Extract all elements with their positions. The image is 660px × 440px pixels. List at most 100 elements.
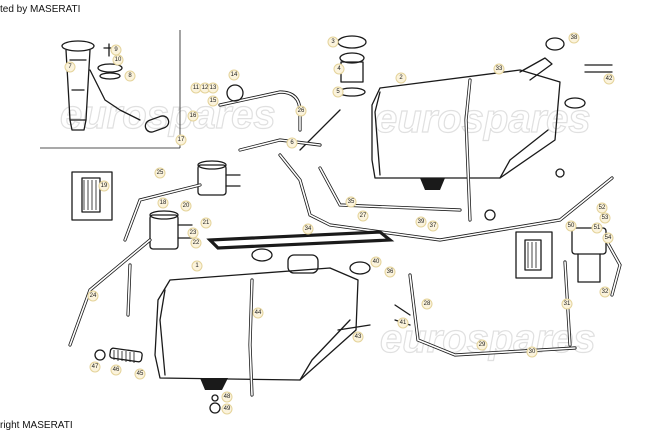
callout: 8 [124, 70, 136, 82]
callout: 53 [599, 212, 611, 224]
svg-text:18: 18 [160, 200, 167, 206]
callout: 31 [561, 298, 573, 310]
callout: 43 [352, 331, 364, 343]
fuel-pump-upper [197, 160, 241, 196]
fuel-filter-right [515, 231, 553, 279]
svg-text:22: 22 [193, 240, 200, 246]
callout: 46 [110, 364, 122, 376]
callout: 41 [397, 317, 409, 329]
callout: 54 [602, 232, 614, 244]
callout: 5 [332, 86, 344, 98]
svg-text:44: 44 [255, 310, 262, 316]
callout: 15 [207, 95, 219, 107]
callout: 14 [228, 69, 240, 81]
svg-text:6: 6 [290, 140, 294, 146]
svg-text:47: 47 [92, 364, 99, 370]
callout: 6 [286, 137, 298, 149]
svg-text:11: 11 [193, 85, 200, 91]
svg-text:19: 19 [101, 183, 108, 189]
callout: 27 [357, 210, 369, 222]
callout: 30 [526, 346, 538, 358]
callout: 50 [565, 220, 577, 232]
svg-text:37: 37 [430, 223, 437, 229]
lower-fuel-tank [154, 248, 359, 390]
svg-text:7: 7 [68, 64, 72, 70]
callout: 40 [370, 256, 382, 268]
callout: 26 [295, 105, 307, 117]
svg-text:1: 1 [195, 263, 199, 269]
callout: 47 [89, 361, 101, 373]
callout: 48 [221, 391, 233, 403]
svg-text:28: 28 [424, 301, 431, 307]
callout: 2 [395, 72, 407, 84]
svg-text:52: 52 [599, 205, 606, 211]
callout: 38 [568, 32, 580, 44]
callout-labels: 1 2 3 4 5 6 7 8 9 10 11 12 13 14 15 16 1… [64, 32, 615, 415]
inset-frame [40, 30, 181, 149]
svg-text:39: 39 [418, 219, 425, 225]
svg-text:8: 8 [128, 73, 132, 79]
callout: 25 [154, 167, 166, 179]
callout: 37 [427, 220, 439, 232]
svg-text:5: 5 [336, 89, 340, 95]
callout: 18 [157, 197, 169, 209]
callout: 10 [112, 54, 124, 66]
svg-text:21: 21 [203, 220, 210, 226]
svg-text:48: 48 [224, 394, 231, 400]
svg-text:40: 40 [373, 259, 380, 265]
svg-text:3: 3 [331, 39, 335, 45]
svg-text:12: 12 [202, 85, 209, 91]
upper-fuel-tank [371, 57, 561, 190]
callout: 33 [493, 63, 505, 75]
svg-text:45: 45 [137, 371, 144, 377]
svg-text:42: 42 [606, 76, 613, 82]
svg-text:38: 38 [571, 35, 578, 41]
svg-text:35: 35 [348, 199, 355, 205]
svg-text:23: 23 [190, 230, 197, 236]
bottom-caption: right MASERATI [0, 420, 73, 431]
svg-text:49: 49 [224, 406, 231, 412]
svg-text:16: 16 [190, 113, 197, 119]
callout: 16 [187, 110, 199, 122]
svg-text:29: 29 [479, 342, 486, 348]
callout: 17 [175, 134, 187, 146]
callout: 12 [199, 82, 211, 94]
fuel-pump-right [571, 227, 607, 283]
callout: 52 [596, 202, 608, 214]
svg-text:10: 10 [115, 57, 122, 63]
svg-text:53: 53 [602, 215, 609, 221]
callout: 39 [415, 216, 427, 228]
callout: 49 [221, 403, 233, 415]
svg-text:46: 46 [113, 367, 120, 373]
svg-text:9: 9 [114, 47, 118, 53]
svg-text:17: 17 [178, 137, 185, 143]
svg-text:30: 30 [529, 349, 536, 355]
svg-text:24: 24 [90, 293, 97, 299]
svg-text:14: 14 [231, 72, 238, 78]
svg-text:51: 51 [594, 225, 601, 231]
callout: 19 [98, 180, 110, 192]
svg-text:13: 13 [210, 85, 217, 91]
svg-text:26: 26 [298, 108, 305, 114]
callout: 20 [180, 200, 192, 212]
svg-text:33: 33 [496, 66, 503, 72]
top-caption: ted by MASERATI [0, 4, 81, 15]
callout: 13 [207, 82, 219, 94]
callout: 22 [190, 237, 202, 249]
callout: 34 [302, 223, 314, 235]
svg-text:32: 32 [602, 289, 609, 295]
fuel-filter-element [71, 171, 113, 221]
callout: 51 [591, 222, 603, 234]
callout: 24 [87, 290, 99, 302]
callout: 36 [384, 266, 396, 278]
svg-text:41: 41 [400, 320, 407, 326]
svg-text:50: 50 [568, 223, 575, 229]
callout: 9 [110, 44, 122, 56]
callout: 35 [345, 196, 357, 208]
svg-text:4: 4 [337, 66, 341, 72]
svg-text:36: 36 [387, 269, 394, 275]
hardware [94, 37, 613, 414]
fuel-lines [68, 78, 622, 397]
svg-text:31: 31 [564, 301, 571, 307]
svg-text:2: 2 [399, 75, 403, 81]
